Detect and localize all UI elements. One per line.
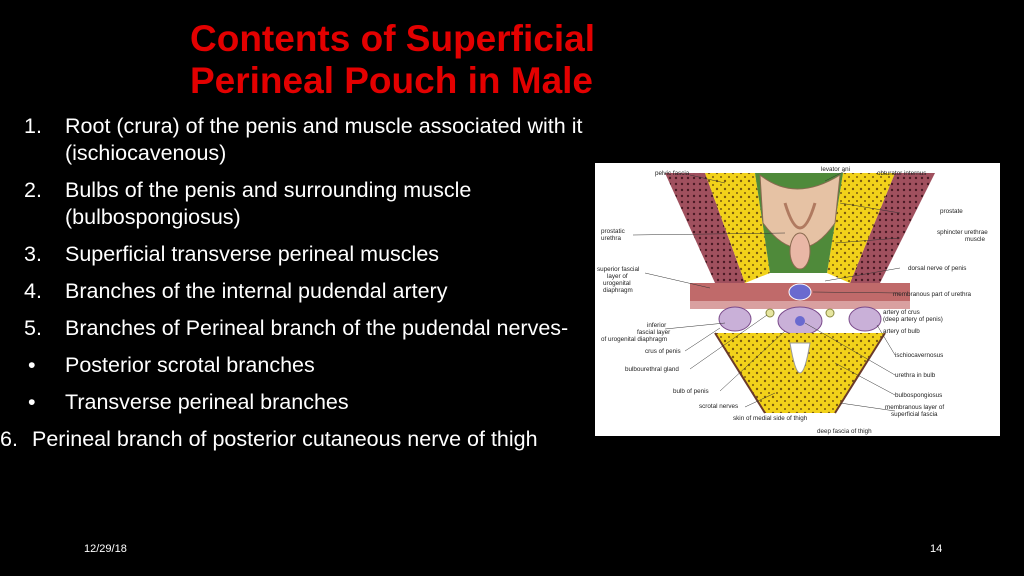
- crus-right: [848, 306, 882, 332]
- label-prostatic-urethra: prostatic: [601, 228, 625, 235]
- label-ischiocavernosus: ischiocavernosus: [895, 352, 943, 359]
- right-obturator-wall: [850, 173, 935, 283]
- list-text: Root (crura) of the penis and muscle ass…: [65, 114, 583, 165]
- anatomy-diagram: pelvic fascia levator ani obturator inte…: [595, 163, 1000, 436]
- title-line-2: Perineal Pouch in Male: [190, 60, 594, 101]
- list-item: 4. Branches of the internal pudendal art…: [24, 278, 584, 305]
- label-skin-of-thigh: skin of medial side of thigh: [733, 415, 808, 422]
- list-text: Bulbs of the penis and surrounding muscl…: [65, 178, 472, 229]
- label-artery-of-crus: (deep artery of penis): [883, 316, 943, 323]
- content-list: 1. Root (crura) of the penis and muscle …: [0, 113, 584, 463]
- fascia-line-right: [834, 332, 886, 414]
- list-text: Perineal branch of posterior cutaneous n…: [32, 427, 538, 451]
- list-item: 2. Bulbs of the penis and surrounding mu…: [24, 177, 584, 231]
- list-item: 5. Branches of Perineal branch of the pu…: [24, 315, 584, 342]
- leader-lines: [632, 170, 901, 412]
- label-artery-of-bulb: artery of bulb: [883, 328, 920, 335]
- label-superior-fascial-layer: diaphragm: [603, 287, 633, 294]
- slide-date: 12/29/18: [84, 543, 127, 555]
- list-item: 1. Root (crura) of the penis and muscle …: [24, 113, 584, 167]
- bullet-marker: •: [28, 353, 36, 377]
- fascia-line-left: [714, 332, 766, 414]
- prostate: [759, 173, 841, 249]
- list-text: Branches of Perineal branch of the puden…: [65, 316, 569, 340]
- list-marker: 3.: [24, 242, 42, 266]
- membranous-urethra: [788, 283, 812, 301]
- label-scrotal-nerves: scrotal nerves: [699, 403, 738, 410]
- label-prostatic-urethra: urethra: [601, 235, 621, 242]
- crus-left: [718, 306, 752, 332]
- label-superior-fascial-layer: superior fascial: [597, 266, 639, 273]
- bulbourethral-gland: [825, 308, 835, 318]
- right-fat: [827, 173, 895, 283]
- left-fat: [705, 173, 770, 283]
- list-marker: 5.: [24, 316, 42, 340]
- scrotal-septum: [789, 342, 811, 374]
- label-sphincter-urethrae: muscle: [965, 236, 985, 243]
- title-line-1: Contents of Superficial: [190, 18, 595, 59]
- label-dorsal-nerve: dorsal nerve of penis: [908, 265, 966, 272]
- prostatic-urethra: [783, 202, 817, 230]
- list-marker: 1.: [24, 114, 42, 138]
- label-bulbourethral-gland: bulbourethral gland: [625, 366, 679, 373]
- list-item: 6. Perineal branch of posterior cutaneou…: [0, 426, 584, 453]
- label-obturator-internus: obturator internus: [877, 170, 926, 177]
- label-sphincter-urethrae: sphincter urethrae: [937, 229, 988, 236]
- slide-title: Contents of Superficial Perineal Pouch i…: [190, 18, 810, 102]
- label-membranous-layer: superficial fascia: [891, 411, 938, 418]
- urethra-in-bulb: [795, 316, 805, 326]
- list-marker: 2.: [24, 178, 42, 202]
- list-marker: 4.: [24, 279, 42, 303]
- label-superior-fascial-layer: layer of: [607, 273, 628, 280]
- label-inferior-fascial-layer: of urogenital diaphragm: [601, 336, 667, 343]
- left-obturator-wall: [665, 173, 745, 283]
- label-inferior-fascial-layer: fascial layer: [637, 329, 670, 336]
- fascial-layer: [690, 301, 910, 309]
- slide-number: 14: [930, 543, 943, 555]
- label-membranous-urethra: membranous part of urethra: [893, 291, 972, 298]
- bulbourethral-gland: [765, 308, 775, 318]
- label-inferior-fascial-layer: inferior: [647, 322, 666, 329]
- label-artery-of-crus: artery of crus: [883, 309, 920, 316]
- label-superior-fascial-layer: urogenital: [603, 280, 631, 287]
- list-item: 3. Superficial transverse perineal muscl…: [24, 241, 584, 268]
- label-urethra-in-bulb: urethra in bulb: [895, 372, 936, 379]
- list-text: Transverse perineal branches: [65, 390, 349, 414]
- label-prostate: prostate: [940, 208, 963, 215]
- label-membranous-layer: membranous layer of: [885, 404, 944, 411]
- label-bulb-of-penis: bulb of penis: [673, 388, 709, 395]
- list-marker: 6.: [0, 427, 18, 451]
- list-text: Branches of the internal pudendal artery: [65, 279, 448, 303]
- list-text: Superficial transverse perineal muscles: [65, 242, 440, 266]
- label-pelvic-fascia: pelvic fascia: [655, 170, 690, 177]
- list-text: Posterior scrotal branches: [65, 353, 315, 377]
- bullet-marker: •: [28, 390, 36, 414]
- perineal-pouch-illustration: pelvic fascia levator ani obturator inte…: [597, 166, 988, 435]
- bullet-item: • Posterior scrotal branches: [24, 352, 584, 379]
- label-crus-of-penis: crus of penis: [645, 348, 681, 355]
- label-deep-fascia: deep fascia of thigh: [817, 428, 872, 435]
- label-bulbospongiosus: bulbospongiosus: [895, 392, 942, 399]
- label-levator-ani: levator ani: [821, 166, 850, 173]
- bullet-item: • Transverse perineal branches: [24, 389, 584, 416]
- urethra: [789, 232, 811, 270]
